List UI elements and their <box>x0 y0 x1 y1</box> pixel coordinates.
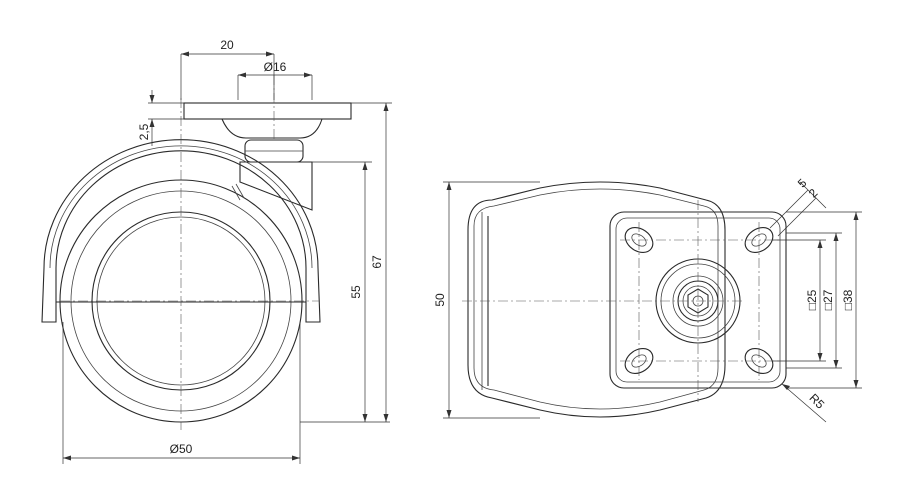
wheel-body <box>467 181 726 418</box>
dim-total-height: 67 <box>370 255 384 269</box>
wheel-hood <box>41 139 321 323</box>
bolt-slots <box>624 226 774 375</box>
dim-overall-width: 50 <box>433 293 447 307</box>
dim-plate-thickness: 2,5 <box>137 123 151 140</box>
dim-stem-diameter: Ø16 <box>264 60 287 74</box>
dim-plate-size: □38 <box>841 289 855 310</box>
dim-axle-height: 55 <box>349 285 363 299</box>
dim-slot-width: 2 <box>806 186 821 201</box>
dim-plate-width: 20 <box>220 38 234 52</box>
mounting-plate <box>183 102 352 120</box>
top-view: 50 5 2 □25 □27 □38 R5 <box>433 176 862 423</box>
dim-bolt-spacing-large: □27 <box>821 289 835 310</box>
dim-corner-radius: R5 <box>806 391 827 412</box>
dim-bolt-spacing-small: □25 <box>805 289 819 310</box>
dim-wheel-diameter: Ø50 <box>170 442 193 456</box>
fork-leg <box>239 161 313 211</box>
plate-neck <box>221 118 323 139</box>
side-view: 20 Ø16 2,5 55 67 Ø50 <box>41 38 392 464</box>
